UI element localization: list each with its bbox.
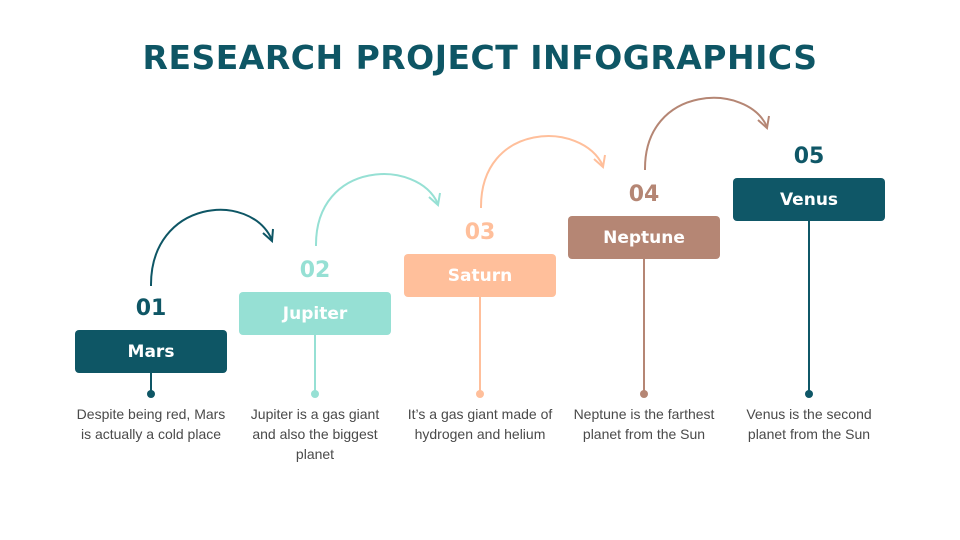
arrowhead-1: [262, 228, 274, 244]
arrowhead-3: [593, 154, 606, 169]
arrow-1-to-2: [149, 208, 273, 287]
step-4-box: Neptune: [568, 216, 720, 259]
step-4-dot: [640, 390, 648, 398]
step-3-dot: [476, 390, 484, 398]
step-3-description: It’s a gas giant made of hydrogen and he…: [407, 406, 553, 442]
step-3-connector: [479, 297, 481, 394]
step-2-number: 02: [299, 258, 331, 283]
arrow-3-to-4: [479, 135, 604, 209]
step-5-label: Venus: [779, 189, 839, 210]
arrowhead-2: [428, 192, 441, 207]
step-1-number: 01: [135, 296, 167, 321]
step-1-dot: [147, 390, 155, 398]
arrow-4-to-5: [643, 97, 768, 171]
step-5-number: 05: [793, 144, 825, 169]
page-title: RESEARCH PROJECT INFOGRAPHICS: [142, 38, 818, 77]
arrowhead-4: [757, 115, 770, 130]
step-4-connector: [643, 259, 645, 394]
step-2-box: Jupiter: [239, 292, 391, 335]
step-1-description: Despite being red, Mars is actually a co…: [76, 406, 226, 442]
step-3-label: Saturn: [447, 265, 513, 286]
step-5-dot: [805, 390, 813, 398]
step-5-box: Venus: [733, 178, 885, 221]
step-3-box: Saturn: [404, 254, 556, 297]
step-4-number: 04: [628, 182, 660, 207]
step-5-connector: [808, 221, 810, 394]
step-2-connector: [314, 335, 316, 394]
step-1-box: Mars: [75, 330, 227, 373]
step-2-label: Jupiter: [282, 303, 348, 324]
step-2-dot: [311, 390, 319, 398]
step-1-connector: [150, 373, 152, 394]
step-1-label: Mars: [127, 341, 175, 362]
step-5-description: Venus is the second planet from the Sun: [746, 406, 872, 442]
step-3-number: 03: [464, 220, 496, 245]
step-4-label: Neptune: [603, 227, 685, 248]
step-4-description: Neptune is the farthest planet from the …: [573, 406, 715, 442]
arrow-2-to-3: [314, 173, 439, 247]
step-2-description: Jupiter is a gas giant and also the bigg…: [250, 406, 380, 462]
